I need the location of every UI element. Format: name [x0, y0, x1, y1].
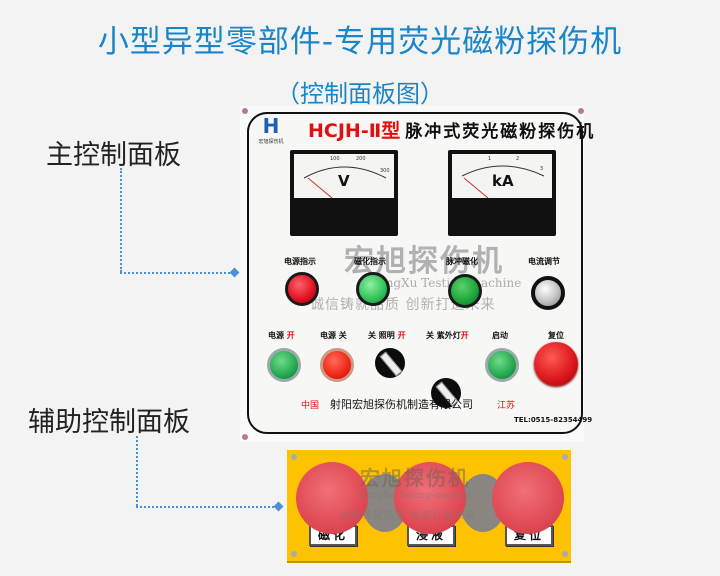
watermark: 宏旭探伤机 HongXu Testing-machine 诚信铸就品质 创新打造…: [308, 236, 568, 314]
logo-caption: 宏旭探伤机: [258, 139, 284, 145]
power-off-button[interactable]: [320, 348, 354, 382]
page-title: 小型异型零部件-专用荧光磁粉探伤机: [97, 24, 623, 60]
connector-main-vertical: [120, 168, 122, 272]
screw-icon: [291, 551, 297, 557]
scale-label: 3: [540, 166, 544, 172]
control-label: 关 紫外灯开: [426, 331, 469, 340]
connector-aux-vertical: [136, 436, 138, 506]
voltmeter-unit: V: [338, 172, 350, 190]
reset-emergency-button[interactable]: [534, 342, 578, 386]
connector-main-end-icon: [229, 267, 240, 278]
uv-lamp-selector-switch[interactable]: [431, 378, 461, 408]
watermark-slogan: 诚信铸就品质 创新打造未来: [310, 297, 496, 313]
model-name: 脉冲式荧光磁粉探伤机: [405, 122, 596, 142]
callout-main-panel: 主控制面板: [46, 140, 181, 171]
scale-label: 100: [330, 156, 340, 162]
model-title: HCJH-Ⅱ型 脉冲式荧光磁粉探伤机: [308, 116, 595, 143]
control-label: 复位: [548, 331, 564, 340]
indicator-label: 磁化指示: [354, 257, 386, 266]
ammeter-unit: kA: [492, 172, 514, 190]
pulse-magnetize-button[interactable]: [448, 274, 482, 308]
connector-aux-end-icon: [273, 501, 284, 512]
screw-icon: [291, 454, 297, 460]
aux-immerse-button[interactable]: [394, 462, 466, 534]
voltmeter: 100 200 300 V: [290, 150, 398, 236]
logo-mark-icon: H: [262, 114, 280, 138]
scale-label: 1: [488, 156, 492, 162]
aux-magnetize-button[interactable]: [296, 462, 368, 534]
screw-icon: [242, 434, 248, 440]
control-label: 关 照明 开: [368, 331, 406, 340]
current-adjust-knob[interactable]: [531, 276, 565, 310]
power-on-button[interactable]: [267, 348, 301, 382]
indicator-label: 脉冲磁化: [446, 257, 478, 266]
connector-aux-horizontal: [136, 506, 278, 508]
footer-province: 江苏: [497, 401, 516, 411]
scale-label: 300: [380, 168, 390, 174]
screw-icon: [578, 108, 584, 114]
lighting-selector-switch[interactable]: [375, 348, 405, 378]
watermark-brand-en: HongXu Testing-machine: [368, 276, 522, 290]
screw-icon: [562, 551, 568, 557]
page-subtitle: （控制面板图）: [276, 80, 444, 108]
brand-logo: H 宏旭探伤机: [258, 114, 284, 145]
model-prefix: HCJH-Ⅱ型: [308, 120, 401, 142]
callout-aux-panel: 辅助控制面板: [28, 407, 190, 438]
screw-icon: [242, 108, 248, 114]
footer-tel: TEL:0515-82354499: [514, 416, 593, 424]
start-button[interactable]: [485, 348, 519, 382]
footer-country: 中国: [301, 401, 320, 411]
indicator-label: 电流调节: [528, 257, 560, 266]
power-indicator-lamp: [285, 272, 319, 306]
control-label: 电源 开: [268, 331, 295, 340]
screw-icon: [562, 454, 568, 460]
connector-main-horizontal: [120, 272, 234, 274]
control-label: 电源 关: [320, 331, 347, 340]
footer-company: 射阳宏旭探伤机制造有限公司: [330, 398, 473, 411]
control-label: 启动: [492, 331, 508, 340]
magnetize-indicator-lamp: [356, 272, 390, 306]
indicator-label: 电源指示: [284, 257, 316, 266]
aux-reset-button[interactable]: [492, 462, 564, 534]
ammeter: 1 2 3 kA: [448, 150, 556, 236]
scale-label: 200: [356, 156, 366, 162]
scale-label: 2: [516, 156, 520, 162]
